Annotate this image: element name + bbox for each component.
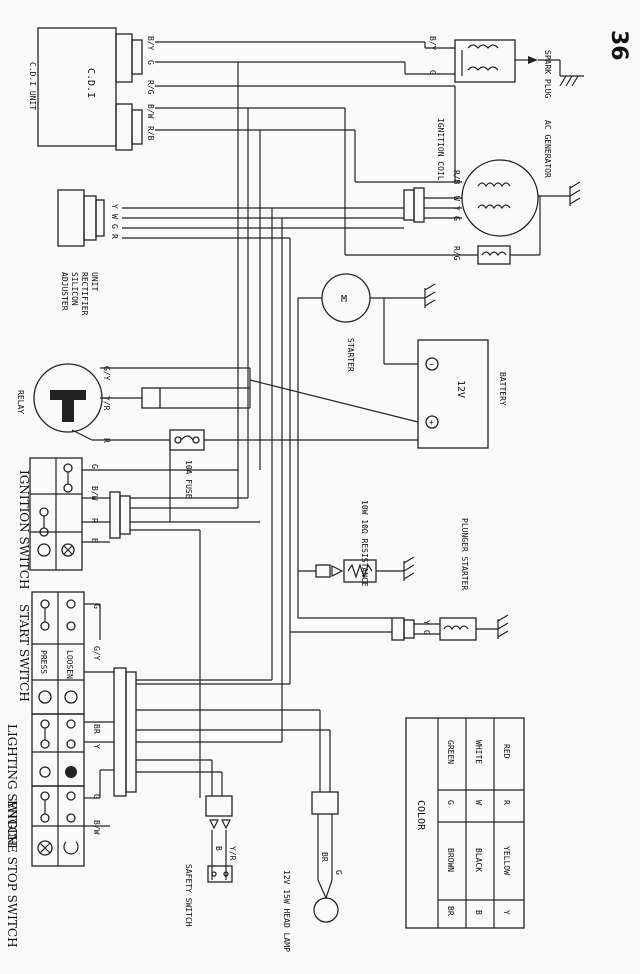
spark-plug-label: SPARK PLUG (543, 50, 552, 98)
ac-generator-label: AC GENERATOR (543, 120, 552, 178)
engine-stop-switch (31, 785, 85, 867)
wire-label-y-plunger: Y (422, 620, 431, 625)
safety-switch-label: SAFETY SWITCH (184, 864, 193, 927)
battery-label: BATTERY (498, 372, 507, 406)
battery-minus: − (429, 360, 434, 369)
wire-label-rg-cdi: R/G (146, 80, 155, 95)
start-switch-label: START SWITCH (17, 604, 31, 702)
wire-label-rb-cdi: R/B (146, 126, 155, 141)
cdi-label: C.D.I (85, 68, 96, 98)
relay-label: RELAY (16, 390, 25, 414)
battery: − + 12V (417, 339, 489, 449)
motor-label: M (341, 294, 347, 305)
wire-label-w-rect: W (110, 214, 119, 219)
wire-label-g-ign: G (90, 464, 99, 469)
engine-stop-switch-label: ENGINE STOP SWITCH (5, 800, 19, 948)
lighting-switch (31, 713, 85, 787)
adjuster-label-3: RECTIFIER (80, 272, 89, 316)
battery-voltage: 12V (455, 380, 466, 398)
ignition-switch (29, 457, 83, 571)
wire-label-g-start: G (92, 604, 101, 609)
color-name-green: GREEN (446, 740, 455, 764)
wire-label-g-plunger: G (422, 630, 431, 635)
loosen-label: LOOSEN (65, 650, 74, 679)
press-label: PRESS (39, 650, 48, 674)
adjuster-label-1: ADJUSTER (60, 272, 69, 311)
color-name-black: BLACK (474, 848, 483, 872)
color-code-br: BR (446, 906, 455, 916)
color-table (405, 717, 525, 929)
wire-label-gy-start: G/Y (92, 646, 101, 661)
wire-label-b-safety: B (214, 846, 223, 851)
head-lamp-label: 12V 15W HEAD LAMP (282, 870, 291, 952)
wire-label-y-light: Y (92, 744, 101, 749)
color-table-title: COLOR (415, 800, 426, 831)
wire-label-bw-cdi: B/W (146, 104, 155, 119)
wire-label-r-ign: R (90, 518, 99, 523)
wire-label-g-stop: G (92, 794, 101, 799)
rectifier-unit (57, 189, 105, 247)
color-code-b: B (474, 910, 483, 915)
color-name-yellow: YELLOW (502, 846, 511, 875)
wire-label-rb-gen: R/B (452, 170, 461, 185)
lighting-switch-label: LIGHTING SWITCH (5, 724, 19, 846)
ground-icon (424, 283, 436, 308)
wire-label-bw-stop: B/W (92, 820, 101, 835)
ground-icon (569, 181, 581, 206)
starter-motor: M (321, 273, 371, 323)
relay-icon (50, 390, 86, 422)
safety-switch (205, 795, 233, 883)
wire-label-gy-relay: G/Y (102, 366, 111, 381)
cdi-unit: C.D.I UNIT C.D.I (28, 27, 143, 151)
wire-label-b-ign: B (90, 538, 99, 543)
wire-label-g-rect: G (110, 224, 119, 229)
wire-label-g-lamp: G (334, 870, 343, 875)
wire-label-bw-ign: B/W (90, 486, 99, 501)
color-name-brown: BROWN (446, 848, 455, 872)
adjuster-label-4: UNIT (90, 272, 99, 291)
ground-icon (538, 59, 584, 87)
rg-resistor (477, 245, 511, 265)
fuse-label: 10A FUSE (184, 460, 193, 499)
wire-label-r-rect: R (110, 234, 119, 239)
adjuster-label-2: SILICON (70, 272, 79, 306)
color-name-white: WHITE (474, 740, 483, 764)
battery-plus: + (429, 418, 434, 427)
wire-label-br-lamp: BR (320, 852, 329, 862)
resistance-label: 10W 10Ω RESISTANCE (360, 500, 369, 587)
wire-label-by-cdi: B/Y (146, 36, 155, 51)
wire-label-by-coil: B/Y (428, 36, 437, 51)
color-code-r: R (502, 800, 511, 805)
wire-label-yr-relay: Y/R (102, 396, 111, 411)
color-code-g: G (446, 800, 455, 805)
color-name-red: RED (502, 744, 511, 759)
cdi-unit-label: C.D.I UNIT (28, 62, 37, 110)
spark-plug-icon (528, 56, 538, 64)
plunger-starter (391, 617, 477, 641)
ground-icon (403, 556, 415, 581)
plunger-starter-label: PLUNGER STARTER (460, 518, 469, 590)
wire-label-g-coil: G (428, 70, 437, 75)
wire-label-g-cdi: G (146, 60, 155, 65)
ignition-switch-label: IGNITION SWITCH (17, 470, 31, 589)
wire-label-rg-gen: R/G (452, 246, 461, 261)
color-code-w: W (474, 800, 483, 805)
fuse (169, 429, 205, 451)
head-lamp (311, 791, 339, 923)
relay (33, 363, 103, 433)
color-code-y: Y (502, 910, 511, 915)
wire-label-yr-safety: Y/R (228, 846, 237, 861)
wire-label-y-rect: Y (110, 204, 119, 209)
ignition-coil-label: IGNITION COIL (436, 118, 445, 181)
page-number: 36 (606, 30, 631, 61)
ground-icon (497, 614, 509, 639)
ignition-coil (454, 39, 516, 83)
starter-label: STARTER (346, 338, 355, 372)
wire-label-br-light: BR (92, 724, 101, 734)
